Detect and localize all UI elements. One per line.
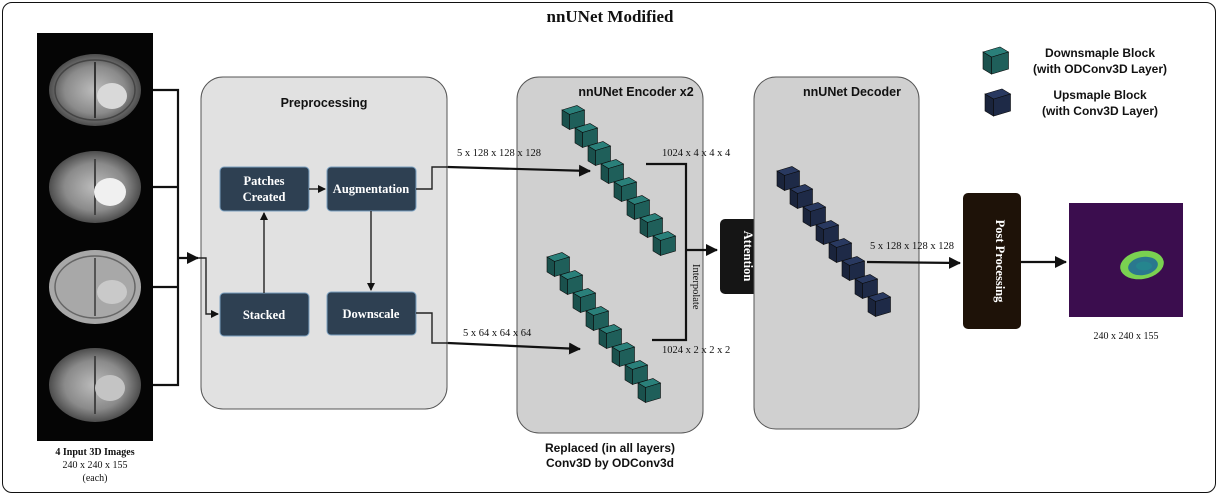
encoder-input-top-dim: 5 x 128 x 128 x 128 xyxy=(457,148,541,159)
encoder-top-block-1 xyxy=(561,105,586,131)
input-caption-title: 4 Input 3D Images xyxy=(55,447,134,458)
encoder-input-top-arrow xyxy=(447,164,591,177)
output-caption: 240 x 240 x 155 xyxy=(1094,331,1159,342)
decoder-block-4 xyxy=(815,220,840,246)
decoder-output-arrow xyxy=(866,256,961,269)
encoder-output-bottom-dim: 1024 x 2 x 2 x 2 xyxy=(662,345,730,356)
upsample-cube-icon xyxy=(984,88,1012,117)
encoder-top-stack xyxy=(561,105,677,257)
legend-upsample-line-1: Upsmaple Block xyxy=(1053,88,1147,102)
encoder-input-bottom-dim: 5 x 64 x 64 x 64 xyxy=(463,328,532,339)
interpolate-label: Interpolate xyxy=(690,264,701,310)
decoder-title: nnUNet Decoder xyxy=(803,85,901,99)
legend-downsample-line-2: (with ODConv3D Layer) xyxy=(1033,62,1167,76)
encoder-bottom-block-1 xyxy=(546,252,571,278)
input-caption-size: 240 x 240 x 155 xyxy=(63,460,128,471)
encoder-output-bracket xyxy=(646,162,718,342)
decoder-stack xyxy=(776,166,892,318)
decoder-block-8 xyxy=(867,292,892,318)
input-merge-bracket xyxy=(153,88,199,387)
encoder-top-block-7 xyxy=(639,213,664,239)
segmentation-output xyxy=(1069,203,1183,317)
decoder-block-6 xyxy=(841,256,866,282)
decoder-block-2 xyxy=(789,184,814,210)
patches-created-label-2: Created xyxy=(243,190,286,204)
encoder-note-line-1: Replaced (in all layers) xyxy=(545,441,675,455)
encoder-panel xyxy=(516,76,704,434)
legend-downsample-line-1: Downsmaple Block xyxy=(1045,46,1155,60)
augmentation-label: Augmentation xyxy=(333,182,409,196)
input-caption-each: (each) xyxy=(83,473,108,484)
diagram-title: nnUNet Modified xyxy=(546,7,674,26)
encoder-title: nnUNet Encoder x2 xyxy=(578,85,693,99)
preprocessing-arrows xyxy=(198,166,448,344)
patches-created-label-1: Patches xyxy=(244,174,285,188)
decoder-block-5 xyxy=(828,238,853,264)
mri-image-1 xyxy=(49,54,141,126)
downscale-label: Downscale xyxy=(343,307,400,321)
downscale-box: Downscale xyxy=(326,291,417,336)
mri-image-4 xyxy=(49,348,141,422)
preprocessing-title: Preprocessing xyxy=(281,96,368,110)
mri-image-2 xyxy=(49,151,141,223)
encoder-top-block-4 xyxy=(600,159,625,185)
encoder-note-line-2: Conv3D by ODConv3d xyxy=(546,456,674,470)
encoder-top-block-2 xyxy=(574,123,599,149)
encoder-top-block-3 xyxy=(587,141,612,167)
encoder-output-top-dim: 1024 x 4 x 4 x 4 xyxy=(662,148,731,159)
decoder-block-1 xyxy=(776,166,801,192)
preprocessing-panel xyxy=(200,76,448,410)
input-images xyxy=(37,33,153,441)
legend-upsample-line-2: (with Conv3D Layer) xyxy=(1042,104,1158,118)
encoder-top-block-6 xyxy=(626,195,651,221)
decoder-block-7 xyxy=(854,274,879,300)
augmentation-box: Augmentation xyxy=(326,166,417,212)
stacked-label: Stacked xyxy=(243,308,285,322)
encoder-top-block-5 xyxy=(613,177,638,203)
encoder-bottom-stack xyxy=(546,252,662,404)
legend-upsample-cube xyxy=(984,88,1012,117)
decoder-block-3 xyxy=(802,202,827,228)
stacked-box: Stacked xyxy=(219,292,310,337)
post-processing-label: Post Processing xyxy=(993,220,1007,303)
encoder-bottom-block-8 xyxy=(637,378,662,404)
encoder-top-block-8 xyxy=(652,231,677,257)
legend-downsample-cube xyxy=(982,46,1010,75)
post-processing-box: Post Processing xyxy=(963,193,1021,329)
downsample-cube-icon xyxy=(982,46,1010,75)
legend: Downsmaple Block (with ODConv3D Layer) U… xyxy=(982,46,1167,118)
encoder-input-bottom-arrow xyxy=(447,341,581,355)
patches-created-box: Patches Created xyxy=(219,166,310,212)
attention-box: Attention xyxy=(720,219,761,294)
decoder-output-dim: 5 x 128 x 128 x 128 xyxy=(870,241,954,252)
encoder-bottom-block-5 xyxy=(598,324,623,350)
mri-image-3 xyxy=(49,250,141,324)
attention-label: Attention xyxy=(741,231,755,282)
encoder-bottom-block-7 xyxy=(624,360,649,386)
